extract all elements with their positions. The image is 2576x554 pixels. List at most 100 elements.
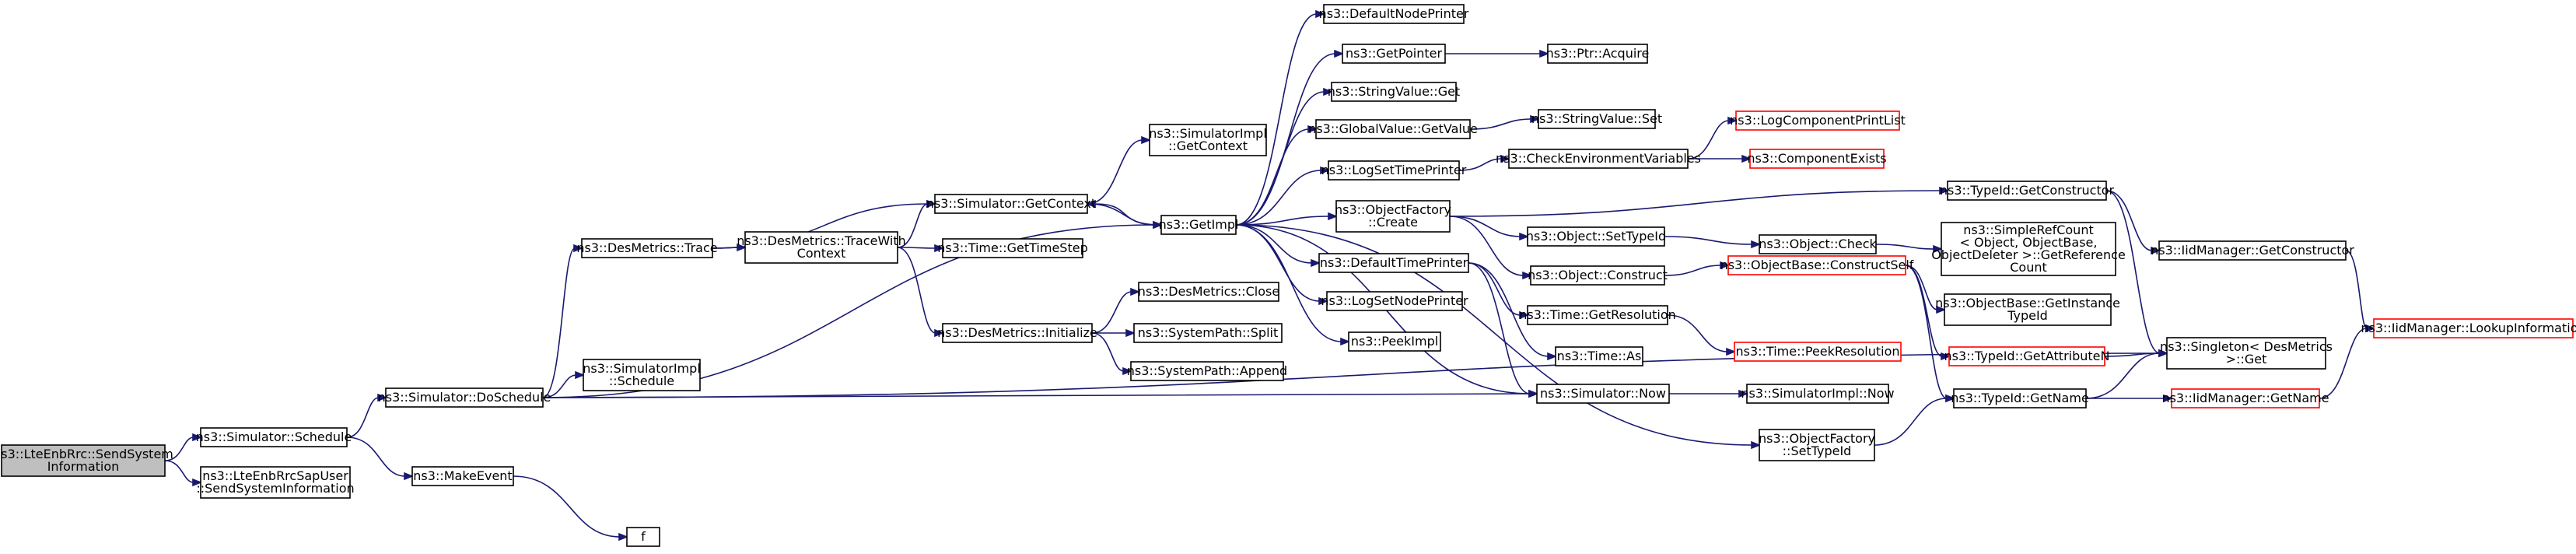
node-box <box>411 466 514 486</box>
node-ns3-typeid-getname[interactable]: ns3::TypeId::GetName <box>1951 388 2089 408</box>
call-edge-getimpl-to-globalget <box>1235 124 1318 226</box>
node-ns3-simulator-getcontext[interactable]: ns3::Simulator::GetContext <box>926 194 1096 214</box>
node-box <box>1727 255 1906 275</box>
node-ns3-objectbase-constructself[interactable]: ns3::ObjectBase::ConstructSelf <box>1720 255 1914 275</box>
call-edge-constructself-to-getattrn <box>1905 265 1951 361</box>
call-edge-tracewith-to-getcontext <box>897 199 937 248</box>
node-box <box>1759 429 1875 461</box>
node-ns3-defaultnodeprinter[interactable]: ns3::DefaultNodePrinter <box>1319 4 1469 24</box>
node-ns3-simulatorimpl-now[interactable]: ns3::SimulatorImpl::Now <box>1741 384 1895 404</box>
node-label: < Object, ObjectBase, <box>1960 235 2098 250</box>
node-ns3-simulator-schedule[interactable]: ns3::Simulator::Schedule <box>196 427 352 447</box>
node-label: ns3::SimulatorImpl::Now <box>1741 386 1894 401</box>
call-edge-initialize-to-close <box>1091 287 1141 334</box>
node-ns3-desmetrics-close[interactable]: ns3::DesMetrics::Close <box>1138 282 1279 302</box>
node-f[interactable]: f <box>626 527 660 547</box>
node-ns3-simulator-doschedule[interactable]: ns3::Simulator::DoSchedule <box>378 387 551 408</box>
node-ns3-getimpl[interactable]: ns3::GetImpl <box>1159 215 1239 235</box>
node-ns3-lteenbrrcsapuser-sendsysteminformation[interactable]: ns3::LteEnbRrcSapUser::SendSystemInforma… <box>196 466 355 499</box>
node-ns3-ptr-acquire[interactable]: ns3::Ptr::Acquire <box>1546 44 1650 64</box>
node-ns3-simulatorimpl-schedule[interactable]: ns3::SimulatorImpl::Schedule <box>583 359 701 391</box>
node-ns3-typeid-getattributen[interactable]: ns3::TypeId::GetAttributeN <box>1944 346 2110 366</box>
node-box <box>200 466 351 499</box>
node-ns3-simulator-now[interactable]: ns3::Simulator::Now <box>1536 384 1670 404</box>
node-ns3-iidmanager-getconstructor[interactable]: ns3::IidManager::GetConstructor <box>2151 240 2354 261</box>
node-ns3-systempath-append[interactable]: ns3::SystemPath::Append <box>1127 361 1287 381</box>
node-box <box>2166 337 2326 370</box>
node-label: ns3::ObjectFactory <box>1335 202 1451 217</box>
node-ns3-desmetrics-initialize[interactable]: ns3::DesMetrics::Initialize <box>937 323 1097 343</box>
node-label: ns3::IidManager::GetConstructor <box>2151 243 2354 258</box>
node-label: ns3::LogComponentPrintList <box>1730 113 1906 128</box>
node-ns3-componentexists[interactable]: ns3::ComponentExists <box>1747 149 1887 169</box>
node-ns3-stringvalue-set[interactable]: ns3::StringValue::Set <box>1531 109 1662 129</box>
node-ns3-simplerefcount-object-objectbase-objectdeleter-getreference-count[interactable]: ns3::SimpleRefCount< Object, ObjectBase,… <box>1931 222 2126 276</box>
node-ns3-time-getresolution[interactable]: ns3::Time::GetResolution <box>1519 305 1676 325</box>
node-label: ns3::IidManager::GetName <box>2161 391 2329 405</box>
call-edge-checkenv-to-logcompprint <box>1687 116 1738 160</box>
node-ns3-time-peekresolution[interactable]: ns3::Time::PeekResolution <box>1734 342 1902 362</box>
node-ns3-checkenvironmentvariables[interactable]: ns3::CheckEnvironmentVariables <box>1496 149 1701 169</box>
node-box <box>1735 110 1900 131</box>
call-edge-getresolution-to-peekres <box>1667 314 1737 356</box>
node-ns3-object-check[interactable]: ns3::Object::Check <box>1759 234 1878 254</box>
call-edge-tidgetctor-to-iidgetctor <box>2105 190 2161 255</box>
node-label: ns3::Time::GetResolution <box>1519 307 1676 322</box>
node-ns3-defaulttimeprinter[interactable]: ns3::DefaultTimePrinter <box>1318 253 1469 273</box>
node-ns3-makeevent[interactable]: ns3::MakeEvent <box>411 466 514 486</box>
node-box <box>1342 44 1446 64</box>
node-label: ::SendSystemInformation <box>196 481 354 496</box>
node-ns3-globalvalue-getvalue[interactable]: ns3::GlobalValue::GetValue <box>1308 119 1478 139</box>
node-label: ns3::ObjectBase::ConstructSelf <box>1720 258 1914 272</box>
call-edge-globalget-to-stringset <box>1469 114 1541 130</box>
node-ns3-logcomponentprintlist[interactable]: ns3::LogComponentPrintList <box>1730 110 1906 131</box>
call-edge-objfactcreate-to-objconstruct <box>1449 216 1533 280</box>
call-edge-dosched-to-simimplsched <box>542 370 586 398</box>
node-box <box>1 444 166 477</box>
node-ns3-typeid-getconstructor[interactable]: ns3::TypeId::GetConstructor <box>1940 181 2115 201</box>
node-box <box>1318 253 1469 273</box>
node-box <box>1948 346 2105 366</box>
node-label: ns3::SimulatorImpl <box>1149 126 1267 141</box>
node-label: f <box>641 529 646 544</box>
node-box <box>200 427 348 447</box>
node-box <box>1555 346 1643 366</box>
node-ns3-object-construct[interactable]: ns3::Object::Construct <box>1528 265 1668 286</box>
call-edge-dosched-to-singleton <box>542 349 2169 398</box>
call-edge-tracewith-to-gettimestep <box>897 244 945 253</box>
node-box <box>583 359 701 391</box>
node-ns3-systempath-split[interactable]: ns3::SystemPath::Split <box>1133 323 1283 343</box>
node-label: ns3::PeekImpl <box>1351 334 1438 349</box>
node-label: ns3::SystemPath::Split <box>1138 325 1279 340</box>
node-box <box>2373 318 2574 338</box>
node-box <box>1749 149 1885 169</box>
node-ns3-logsettimeprinter[interactable]: ns3::LogSetTimePrinter <box>1321 160 1467 181</box>
node-ns3-object-settypeid[interactable]: ns3::Object::SetTypeId <box>1526 226 1666 247</box>
node-ns3-getpointer[interactable]: ns3::GetPointer <box>1342 44 1446 64</box>
call-edge-getimpl-to-defnodeprinter <box>1235 9 1326 226</box>
node-ns3-stringvalue-get[interactable]: ns3::StringValue::Get <box>1328 82 1460 102</box>
node-ns3-singleton-desmetrics-get[interactable]: ns3::Singleton< DesMetrics>::Get <box>2160 337 2333 370</box>
node-box <box>1547 44 1648 64</box>
node-box <box>1746 384 1889 404</box>
node-box <box>1530 265 1665 286</box>
node-ns3-logsetnodeprinter[interactable]: ns3::LogSetNodePrinter <box>1321 291 1468 311</box>
node-label: ns3::LogSetTimePrinter <box>1321 163 1467 177</box>
node-ns3-iidmanager-lookupinformation[interactable]: ns3::IidManager::LookupInformation <box>2361 318 2576 338</box>
node-ns3-objectfactory-settypeid[interactable]: ns3::ObjectFactory::SetTypeId <box>1759 429 1875 461</box>
node-ns3-iidmanager-getname[interactable]: ns3::IidManager::GetName <box>2161 388 2329 408</box>
call-edge-tracewith-to-initialize <box>897 247 945 338</box>
node-ns3-desmetrics-trace[interactable]: ns3::DesMetrics::Trace <box>576 238 718 258</box>
node-ns3-time-gettimestep[interactable]: ns3::Time::GetTimeStep <box>937 238 1088 258</box>
node-box <box>2158 240 2347 261</box>
node-ns3-peekimpl[interactable]: ns3::PeekImpl <box>1348 331 1441 352</box>
node-ns3-time-as[interactable]: ns3::Time::As <box>1555 346 1643 366</box>
node-label: ::Create <box>1368 215 1418 230</box>
node-ns3-simulatorimpl-getcontext[interactable]: ns3::SimulatorImpl::GetContext <box>1149 124 1267 156</box>
node-ns3-lteenbrrc-sendsystem-information: ns3::LteEnbRrc::SendSystemInformation <box>0 444 173 477</box>
node-box <box>744 231 898 264</box>
node-ns3-objectfactory-create[interactable]: ns3::ObjectFactory::Create <box>1335 200 1451 233</box>
